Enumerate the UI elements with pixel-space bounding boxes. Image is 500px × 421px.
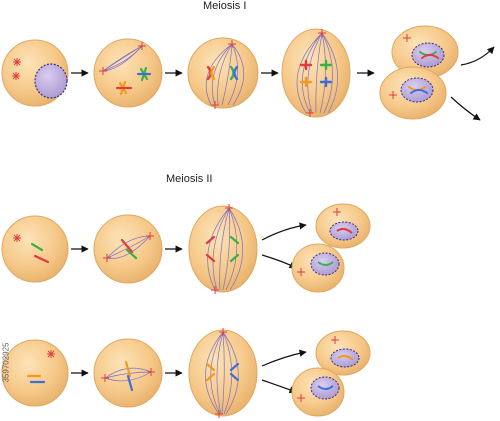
chromosomes xyxy=(206,65,239,81)
centrosome xyxy=(12,58,21,80)
nucleus xyxy=(34,63,68,99)
centrosome xyxy=(103,232,154,262)
cell-m2a-1 xyxy=(1,215,69,283)
cell-m1-2 xyxy=(93,38,163,108)
cell-m1-5-daughters xyxy=(379,25,459,120)
meiosis-2-row-a xyxy=(1,203,371,294)
arrow xyxy=(450,96,481,121)
centrosome xyxy=(211,40,236,109)
spindle xyxy=(102,45,143,72)
centrosome xyxy=(215,328,227,418)
meiosis-1-row xyxy=(1,25,495,121)
cell-m2a-2 xyxy=(93,214,163,284)
meiosis-2-row-b xyxy=(1,328,371,418)
arrow xyxy=(261,254,297,269)
arrow xyxy=(261,379,297,394)
stock-id-watermark: 359702925 xyxy=(1,342,11,383)
centrosome xyxy=(211,204,233,294)
cell-m2a-4-daughter xyxy=(315,203,371,249)
cell-m2b-3 xyxy=(188,328,258,418)
cell-m2b-1 xyxy=(1,339,69,407)
cell-m2b-4-daughter xyxy=(315,330,371,376)
cell-m2b-5-daughter xyxy=(291,367,345,417)
centrosome xyxy=(306,29,326,117)
nucleus xyxy=(330,348,360,368)
centrosome xyxy=(47,350,55,358)
spindle xyxy=(296,32,338,114)
cell-m2b-2 xyxy=(93,338,163,408)
centrosome xyxy=(101,368,155,382)
centrosome xyxy=(13,234,21,242)
meiosis-1-heading: Meiosis I xyxy=(203,0,247,12)
spindle xyxy=(205,331,239,415)
spindle xyxy=(205,43,245,106)
spindle xyxy=(207,207,244,291)
cell-m2a-5-daughter xyxy=(291,243,345,293)
arrow xyxy=(261,222,307,241)
arrow xyxy=(261,349,307,367)
cell-m1-1 xyxy=(1,39,69,107)
chromosomes xyxy=(299,59,333,88)
chromosomes xyxy=(115,66,152,96)
meiosis-2-heading: Meiosis II xyxy=(166,173,213,185)
arrow xyxy=(460,46,495,66)
centrosome xyxy=(389,34,411,99)
cell-m2a-3 xyxy=(188,204,258,294)
nucleus xyxy=(329,221,359,241)
centrosome xyxy=(99,42,146,75)
cell-m1-4 xyxy=(281,28,351,118)
cell-m1-3 xyxy=(187,37,259,109)
